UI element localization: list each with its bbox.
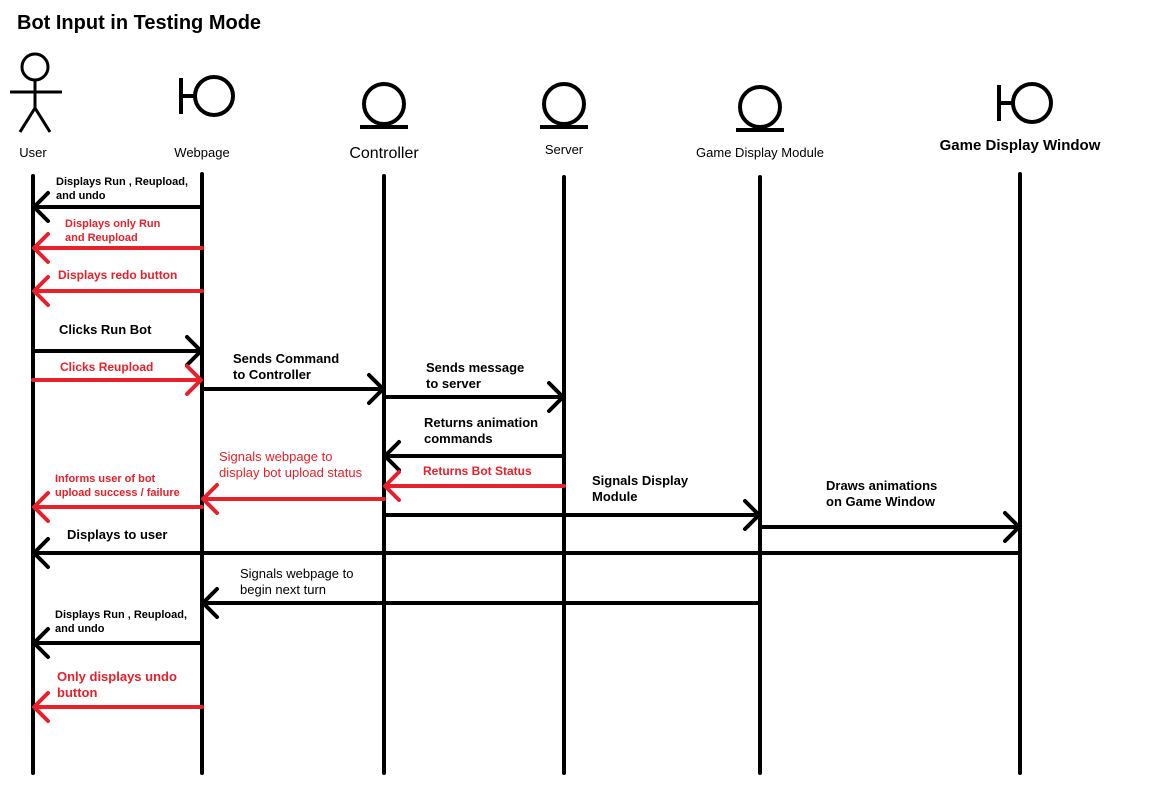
message-label: Signals webpage to <box>240 566 353 581</box>
message-label: Signals Display <box>592 473 689 488</box>
message-label: Draws animations <box>826 478 937 493</box>
arrowhead-icon <box>201 587 219 619</box>
participant-label: Webpage <box>174 145 229 160</box>
message-label: to server <box>426 376 481 391</box>
participant-label: Game Display Window <box>940 137 1101 154</box>
message-label: begin next turn <box>240 582 326 597</box>
message-5: Clicks Reupload <box>31 360 203 396</box>
message-label: Returns animation <box>424 415 538 430</box>
entity-icon <box>736 85 784 132</box>
message-16: Displays Run , Reupload, and undo <box>32 609 204 659</box>
arrowhead-icon <box>201 483 219 515</box>
actor-icon <box>10 52 62 133</box>
message-label: and Reupload <box>65 232 138 244</box>
message-label: Displays only Run <box>65 218 161 230</box>
participant-controller: Controller <box>349 82 419 162</box>
message-label: and undo <box>56 190 106 202</box>
message-label: Displays Run , Reupload, <box>55 609 187 621</box>
participant-gdm: Game Display Module <box>696 85 824 160</box>
arrowhead-icon <box>32 232 50 264</box>
control-icon <box>360 82 408 129</box>
participant-webpage: Webpage <box>174 75 235 160</box>
arrowhead-icon <box>383 470 401 502</box>
message-label: and undo <box>55 623 105 635</box>
participant-label: Server <box>545 142 584 157</box>
messages: Displays Run , Reupload,and undoDisplays… <box>31 176 1022 723</box>
diagram-title: Bot Input in Testing Mode <box>17 12 261 34</box>
message-label: Clicks Run Bot <box>59 322 152 337</box>
message-label: Only displays undo <box>57 669 177 684</box>
arrowhead-icon <box>185 364 203 396</box>
message-label: Sends message <box>426 360 524 375</box>
arrowhead-icon <box>185 335 203 367</box>
message-label: display bot upload status <box>219 465 363 480</box>
entity-icon <box>540 82 588 129</box>
arrowhead-icon <box>32 537 50 569</box>
message-label: Module <box>592 489 638 504</box>
message-14: Displays to user <box>32 527 1022 569</box>
arrowhead-icon <box>32 691 50 723</box>
participant-label: Controller <box>349 145 419 162</box>
message-3: Displays redo button <box>32 268 204 307</box>
participant-gdw: Game Display Window <box>940 82 1101 154</box>
arrowhead-icon <box>367 373 385 405</box>
message-label: Informs user of bot <box>55 473 156 485</box>
participant-label: User <box>19 145 47 160</box>
message-label: commands <box>424 431 493 446</box>
arrowhead-icon <box>32 627 50 659</box>
message-label: to Controller <box>233 367 311 382</box>
participant-user: User <box>10 52 62 160</box>
message-label: Signals webpage to <box>219 449 332 464</box>
message-11: Informs user of bot upload success / fail… <box>32 473 204 523</box>
arrowhead-icon <box>743 499 761 531</box>
arrowhead-icon <box>32 275 50 307</box>
message-1: Displays Run , Reupload, and undo <box>32 176 204 223</box>
lifelines <box>31 172 1022 775</box>
participant-server: Server <box>540 82 588 157</box>
message-label: Displays Run , Reupload, <box>56 176 188 188</box>
message-label: Sends Command <box>233 351 339 366</box>
participant-label: Game Display Module <box>696 145 824 160</box>
message-label: Displays redo button <box>58 268 177 282</box>
arrowhead-icon <box>547 381 565 413</box>
message-9: Returns Bot Status <box>383 464 566 502</box>
boundary-icon <box>179 75 235 117</box>
arrowhead-icon <box>1003 511 1021 543</box>
message-4: Clicks Run Bot <box>31 322 203 367</box>
message-label: upload success / failure <box>55 487 180 499</box>
message-2: Displays only Run and Reupload <box>32 218 204 264</box>
arrowhead-icon <box>383 440 401 472</box>
message-label: Clicks Reupload <box>60 360 153 374</box>
message-label: on Game Window <box>826 494 936 509</box>
message-label: Returns Bot Status <box>423 464 532 478</box>
arrowhead-icon <box>32 491 50 523</box>
message-label: Displays to user <box>67 527 167 542</box>
participants: User Webpage Controller Server Game Display … <box>10 52 1101 162</box>
arrowhead-icon <box>32 191 50 223</box>
message-label: button <box>57 685 97 700</box>
boundary-icon <box>997 82 1053 124</box>
